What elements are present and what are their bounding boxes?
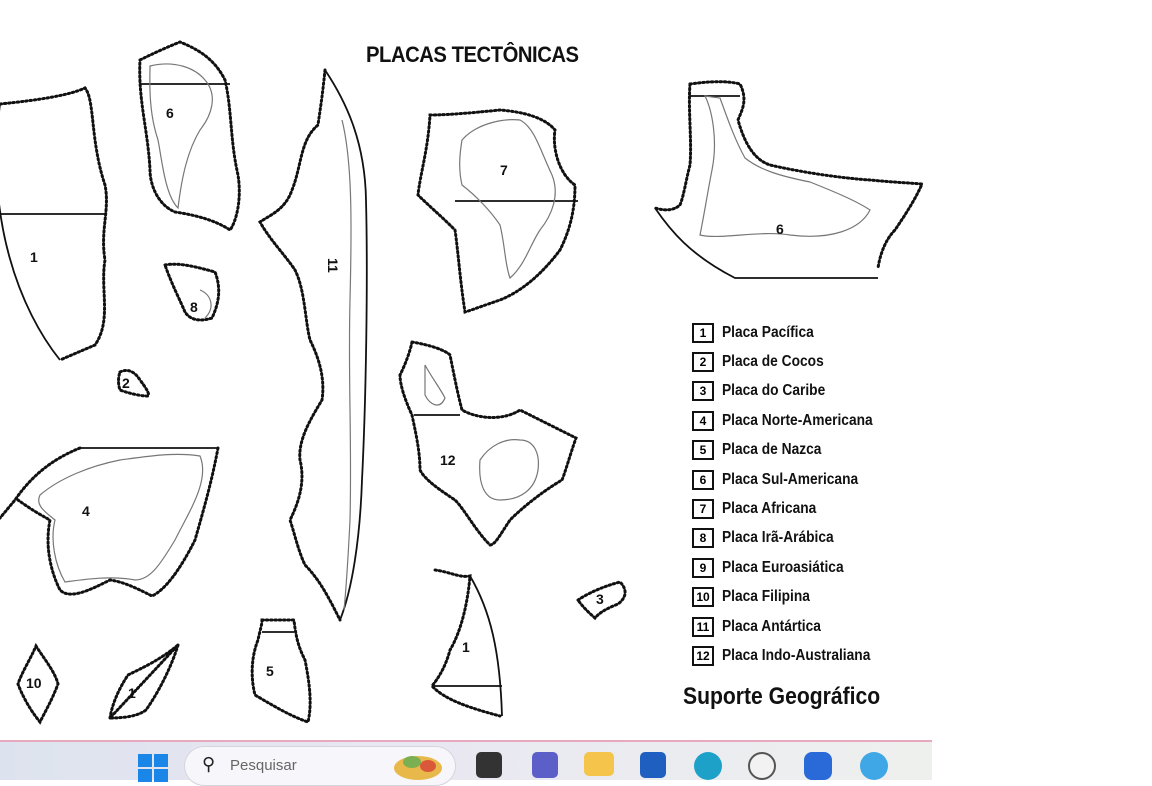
legend-label: Placa do Caribe [722, 382, 826, 400]
legend-number: 5 [692, 440, 714, 461]
worksheet-title: PLACAS TECTÔNICAS [366, 42, 579, 67]
worksheet: 1 6 8 2 4 10 1 5 11 [0, 40, 925, 725]
legend-item: 11 Placa Antártica [692, 612, 897, 641]
map-number: 12 [440, 452, 456, 468]
legend-number: 1 [692, 322, 714, 343]
map-number: 11 [325, 258, 341, 273]
search-box[interactable]: ⚲ Pesquisar [184, 746, 456, 786]
legend-item: 6 Placa Sul-Americana [692, 465, 897, 494]
search-placeholder: Pesquisar [230, 757, 297, 774]
map-number: 8 [190, 299, 198, 315]
map-number: 6 [776, 221, 784, 237]
map-number: 3 [596, 591, 604, 607]
settings-icon[interactable] [748, 752, 776, 780]
legend-label: Placa de Nazca [722, 441, 822, 459]
search-highlight-icon [394, 756, 442, 780]
legend-item: 5 Placa de Nazca [692, 436, 897, 465]
legend-number: 10 [692, 587, 714, 608]
legend-number: 12 [692, 645, 714, 666]
legend-label: Placa Pacífica [722, 323, 814, 341]
legend-number: 3 [692, 381, 714, 402]
map-number: 1 [128, 685, 136, 701]
map-number: 10 [26, 675, 42, 691]
map-number: 5 [266, 663, 274, 679]
legend-number: 6 [692, 469, 714, 490]
legend-number: 8 [692, 528, 714, 549]
legend-item: 8 Placa Irã-Arábica [692, 524, 897, 553]
map-number: 1 [462, 639, 470, 655]
legend-number: 11 [692, 616, 714, 637]
legend-label: Placa Irã-Arábica [722, 529, 834, 547]
copilot-icon[interactable] [804, 752, 832, 780]
file-explorer-icon[interactable] [584, 752, 614, 776]
legend-number: 2 [692, 352, 714, 373]
legend-number: 4 [692, 410, 714, 431]
legend-label: Placa Antártica [722, 617, 821, 635]
map-number: 1 [30, 249, 38, 265]
task-view-icon[interactable] [476, 752, 502, 778]
legend-label: Placa Indo-Australiana [722, 646, 871, 664]
legend-item: 4 Placa Norte-Americana [692, 406, 897, 435]
legend-item: 2 Placa de Cocos [692, 347, 897, 376]
legend-number: 7 [692, 499, 714, 520]
windows-start-icon[interactable] [138, 754, 168, 782]
search-icon: ⚲ [202, 754, 216, 774]
map-number: 7 [500, 162, 508, 178]
legend-item: 1 Placa Pacífica [692, 318, 897, 347]
taskbar: ⚲ Pesquisar [0, 740, 932, 786]
legend-item: 12 Placa Indo-Australiana [692, 641, 897, 670]
teams-icon[interactable] [532, 752, 558, 778]
legend-item: 10 Placa Filipina [692, 583, 897, 612]
legend-label: Placa Sul-Americana [722, 470, 859, 488]
legend-item: 3 Placa do Caribe [692, 377, 897, 406]
plates-map: 1 6 8 2 4 10 1 5 11 [0, 40, 925, 725]
legend-label: Placa de Cocos [722, 353, 824, 371]
credit-text: Suporte Geográfico [683, 683, 881, 710]
legend-label: Placa Norte-Americana [722, 411, 873, 429]
map-number: 6 [166, 105, 174, 121]
legend-label: Placa Africana [722, 500, 817, 518]
legend-label: Placa Filipina [722, 588, 810, 606]
map-number: 2 [122, 375, 130, 391]
map-number: 4 [82, 503, 90, 519]
edge-icon[interactable] [694, 752, 722, 780]
legend-item: 9 Placa Euroasiática [692, 553, 897, 582]
legend-item: 7 Placa Africana [692, 494, 897, 523]
legend-label: Placa Euroasiática [722, 558, 844, 576]
legend-number: 9 [692, 557, 714, 578]
paint-icon[interactable] [860, 752, 888, 780]
store-icon[interactable] [640, 752, 666, 778]
